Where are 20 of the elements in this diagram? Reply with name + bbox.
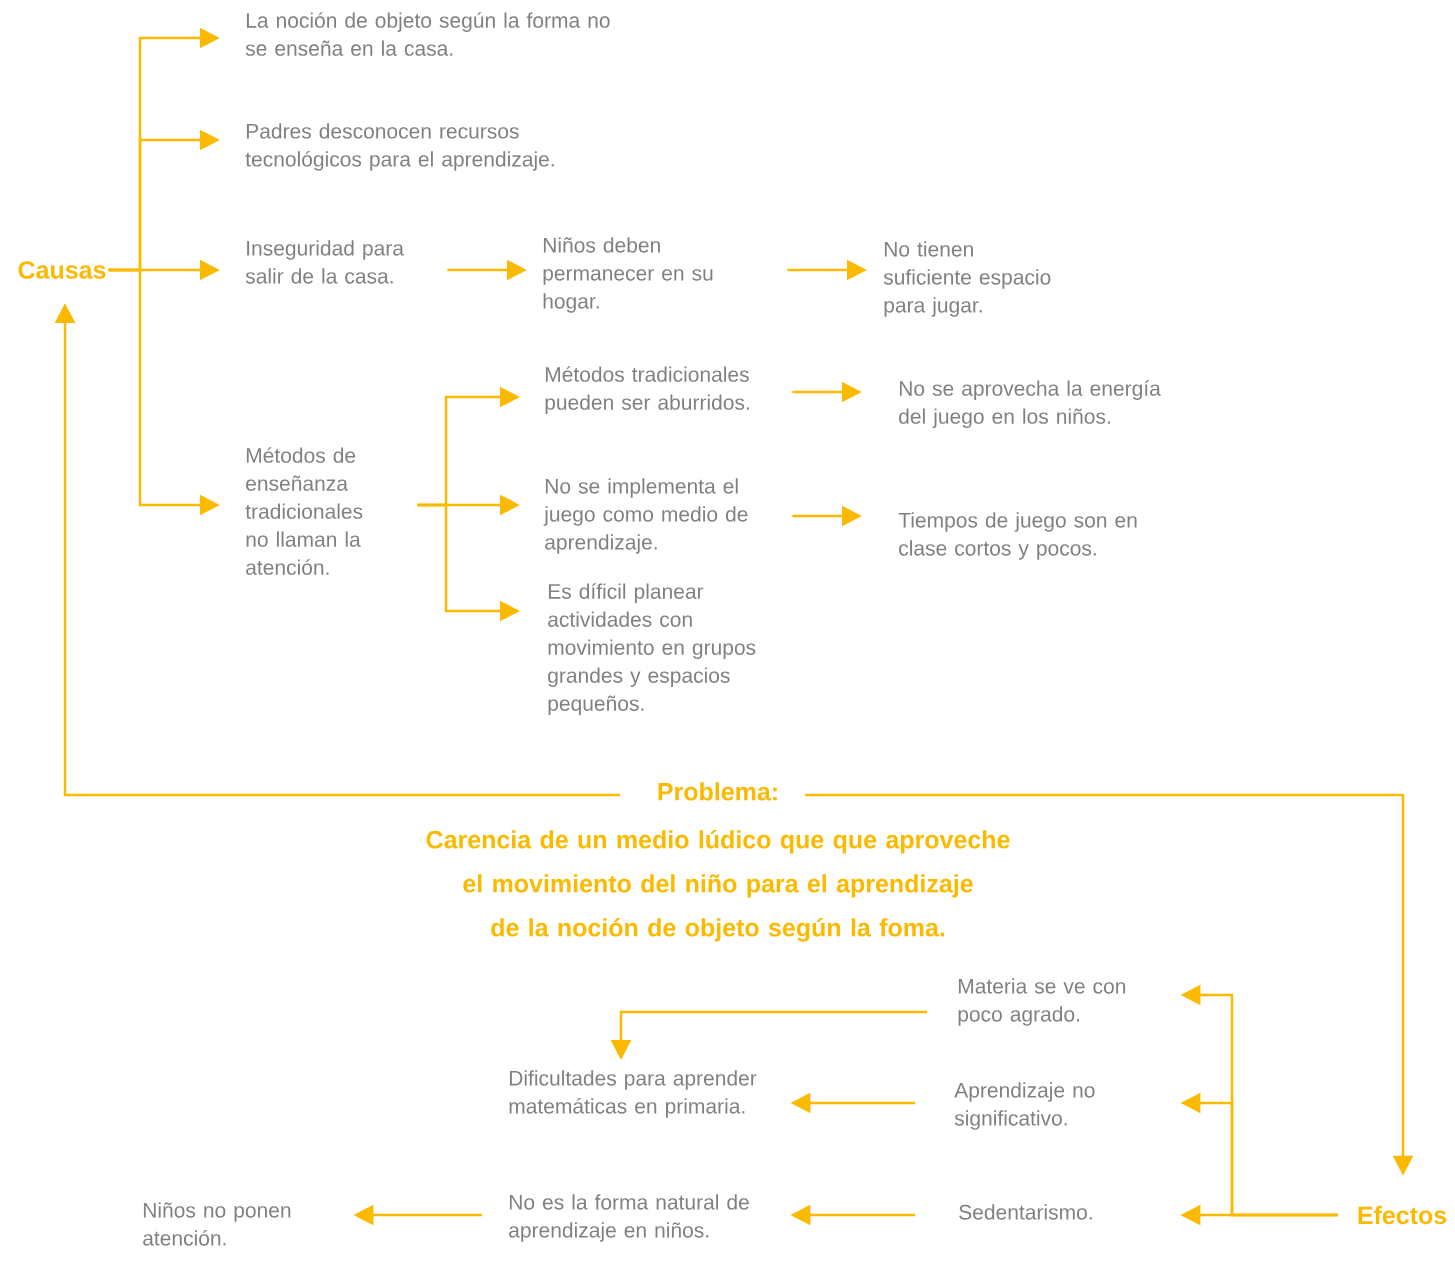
effect-text: Dificultades para aprender matemáticas en primaria.	[509, 1070, 757, 1118]
heading-label: Efectos	[1358, 1205, 1447, 1225]
cause-text: Tiempos de juego son en clase cortos y pocos.	[898, 512, 1137, 560]
problem-statement: Problema: Carencia de un medio lúdico que que aproveche el movimiento del niño para el aprendizaje de la noción de objeto según la foma.	[426, 782, 1010, 942]
effect-text: Sedentarismo.	[959, 1204, 1092, 1220]
effect-text: Materia se ve con poco agrado.	[958, 978, 1126, 1026]
cause-text: Inseguridad para salir de la casa.	[245, 240, 404, 284]
cause-text: Métodos de enseñanza tradicionales no llaman la atención.	[245, 447, 363, 575]
cause-text: Es díficil planear actividades con movimiento en grupos grandes y espacios pequeños.	[548, 583, 756, 716]
effect-text: Aprendizaje no significativo.	[954, 1082, 1095, 1130]
effect-text: No es la forma natural de aprendizaje en niños.	[509, 1194, 749, 1242]
heading-label: Causas	[18, 261, 106, 279]
effect-text: Niños no ponen atención.	[143, 1202, 291, 1246]
cause-text: No tienen suficiente espacio para jugar.	[883, 241, 1051, 317]
cause-text: La noción de objeto según la forma no se enseña en la casa.	[245, 12, 610, 56]
cause-text: No se implementa el juego como medio de aprendizaje.	[543, 478, 748, 554]
cause-text: No se aprovecha la energía del juego en los niños.	[899, 380, 1161, 429]
cause-text: Padres desconocen recursos tecnológicos para el aprendizaje.	[245, 123, 554, 171]
cause-text: Métodos tradicionales pueden ser aburridos.	[545, 366, 749, 415]
cause-text: Niños deben permanecer en su hogar.	[543, 237, 713, 313]
